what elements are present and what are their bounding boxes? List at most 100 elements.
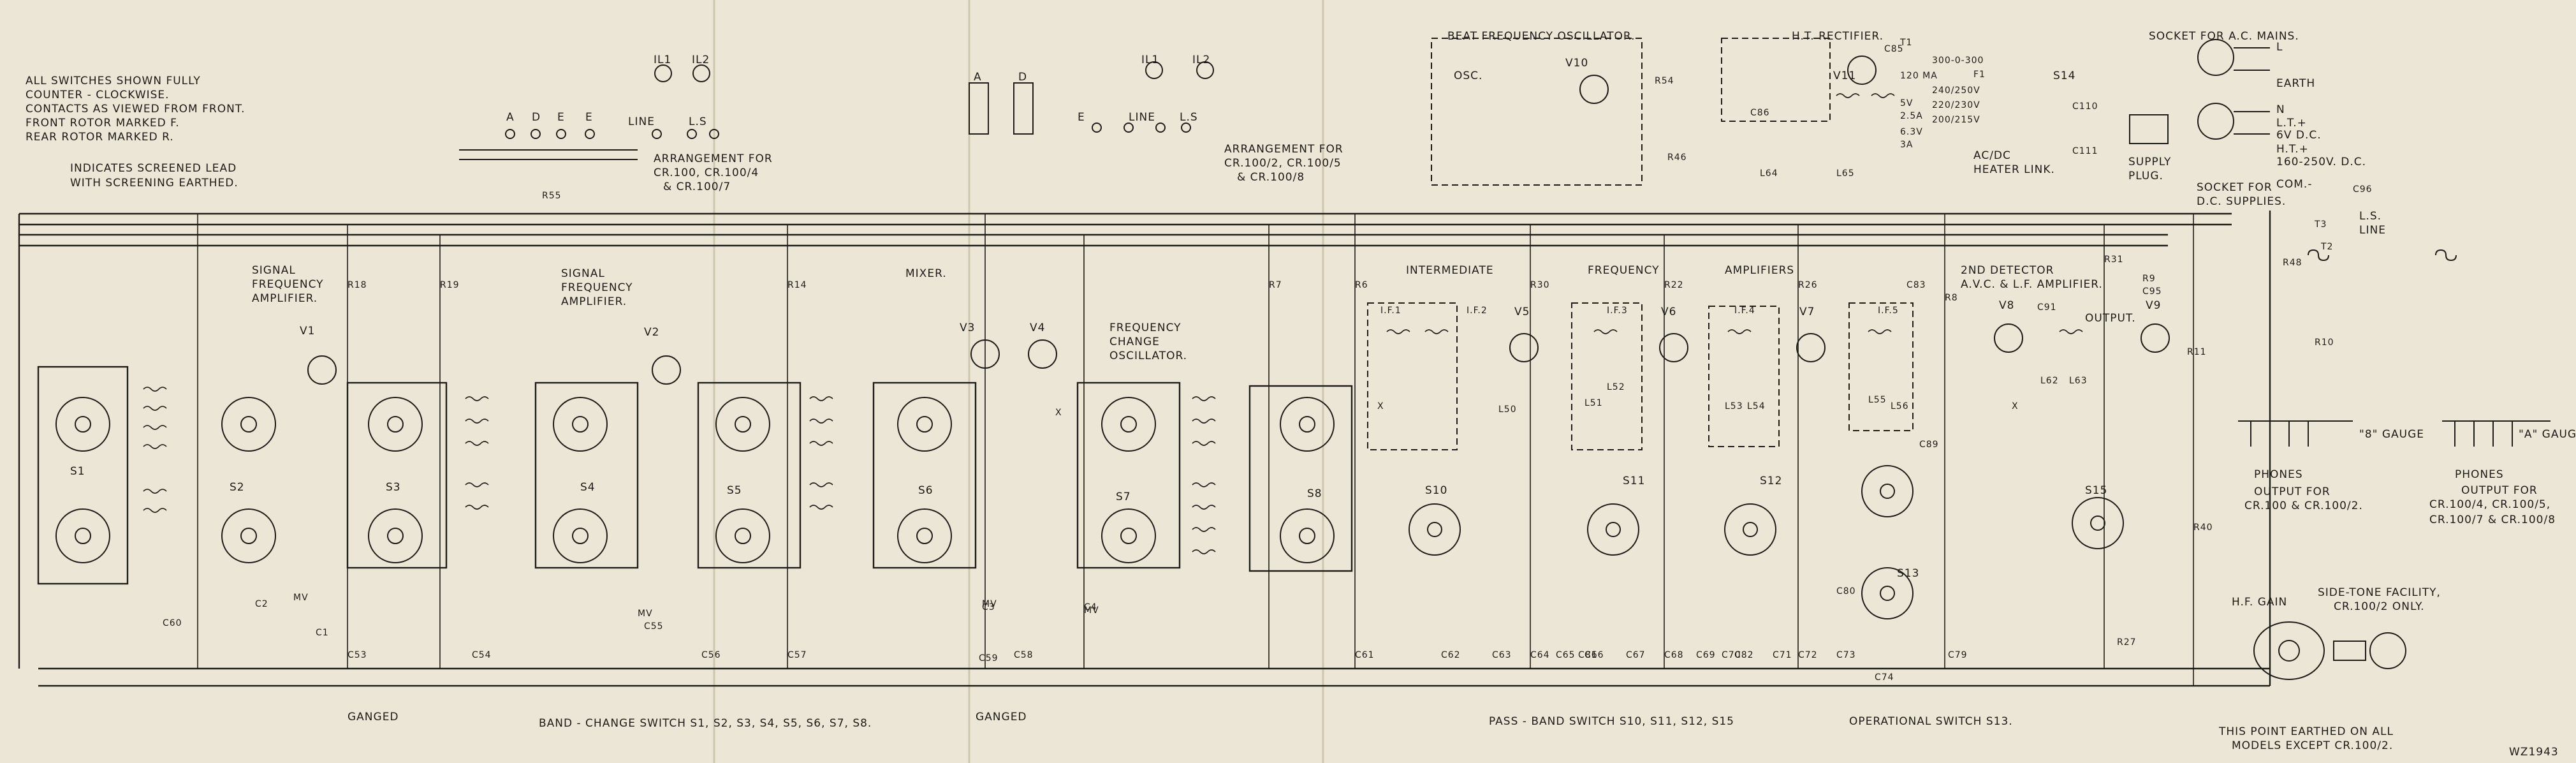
vertical-feeds	[197, 214, 2194, 686]
output-label: OUTPUT FOR	[2461, 484, 2538, 497]
component-designator: R19	[440, 280, 460, 290]
terminal-label: E	[1078, 111, 1085, 124]
switch-label: S15	[2085, 484, 2108, 497]
component-designator: R27	[2117, 637, 2137, 648]
output-label: CR.100/7 & CR.100/8	[2429, 514, 2556, 526]
screened-boxes	[37, 38, 1914, 585]
component-designator: L65	[1836, 168, 1855, 179]
component-designator: C59	[979, 653, 999, 663]
section-label: OUTPUT.	[2085, 312, 2136, 325]
component-designator: L54	[1747, 401, 1766, 411]
component-designator: C79	[1948, 650, 1968, 660]
switch-label: S7	[1116, 491, 1131, 503]
tap-label: 6.3V	[1900, 127, 1923, 137]
component-designator: L51	[1584, 398, 1603, 408]
component-designator: C96	[2353, 184, 2373, 195]
section-label: PLUG.	[2128, 170, 2163, 182]
mains-pin-label: 160-250V. D.C.	[2276, 156, 2367, 168]
component-designator: C2	[255, 599, 268, 609]
terminal-label: A	[974, 71, 982, 84]
rotary-switches	[55, 397, 2124, 619]
valve-label: V9	[2146, 299, 2162, 312]
component-designator: I.F.5	[1878, 306, 1899, 316]
bus-lines	[18, 211, 2271, 687]
mains-pin-label: N	[2276, 103, 2285, 116]
section-label: OSCILLATOR.	[1109, 350, 1188, 362]
valve-label: V4	[1030, 322, 1046, 334]
arrangement-1-line: & CR.100/7	[663, 181, 731, 193]
tap-label: 2.5A	[1900, 111, 1923, 121]
gauge-label: "A" GAUGE	[2519, 428, 2576, 441]
terminal-label: LINE	[1129, 111, 1155, 124]
component-designator: C62	[1441, 650, 1461, 660]
footer-label: OPERATIONAL SWITCH S13.	[1849, 715, 2013, 728]
drawing-reference: WZ1943	[2509, 746, 2559, 759]
component-designator: C56	[701, 650, 721, 660]
tap-label: 5V	[1900, 98, 1914, 108]
switch-label: S13	[1897, 567, 1920, 580]
component-designator: L63	[2069, 376, 2088, 386]
section-label: SIGNAL	[252, 264, 296, 277]
lamp-label: IL1	[1141, 54, 1160, 66]
component-designator: R31	[2104, 255, 2124, 265]
tap-label: 240/250V	[1932, 85, 1980, 96]
footer-label: BAND - CHANGE SWITCH S1, S2, S3, S4, S5,…	[539, 717, 872, 730]
component-designator: L56	[1891, 401, 1909, 411]
section-label: 2ND DETECTOR	[1961, 264, 2054, 277]
switch-label: S11	[1623, 475, 1646, 487]
component-designator: C1	[316, 628, 329, 638]
coil-stacks	[143, 93, 2083, 554]
switch-note-line: COUNTER - CLOCKWISE.	[26, 89, 170, 101]
section-label: LINE	[2359, 224, 2386, 237]
component-designator: X	[1055, 408, 1062, 418]
component-designator: T3	[2315, 219, 2327, 230]
footer-label: PASS - BAND SWITCH S10, S11, S12, S15	[1489, 715, 1734, 728]
component-designator: C70	[1722, 650, 1741, 660]
section-label: AMPLIFIER.	[561, 295, 627, 308]
terminal-label: E	[585, 111, 593, 124]
component-designator: R26	[1798, 280, 1818, 290]
switch-label: S2	[230, 481, 245, 494]
terminal-label: L.S	[1180, 111, 1198, 124]
component-designator: R40	[2193, 522, 2213, 533]
tap-label: 120 MA	[1900, 71, 1938, 81]
component-designator: C65	[1556, 650, 1576, 660]
component-designator: C74	[1875, 672, 1894, 683]
gauge-label: "8" GAUGE	[2359, 428, 2425, 441]
section-label: FREQUENCY	[1588, 264, 1660, 277]
arrangement-2-line: & CR.100/8	[1237, 171, 1305, 184]
component-designator: R54	[1655, 76, 1674, 86]
component-designator: R10	[2315, 337, 2334, 348]
component-designator: X	[1377, 401, 1384, 411]
component-designator: I.F.1	[1380, 306, 1401, 316]
component-designator: C83	[1906, 280, 1926, 290]
footer-label: GANGED	[976, 711, 1027, 723]
output-label: CR.100 & CR.100/2.	[2244, 500, 2363, 512]
switch-note-line: ALL SWITCHES SHOWN FULLY	[26, 75, 201, 87]
arrangement-2-line: CR.100/2, CR.100/5	[1224, 157, 1342, 170]
component-designator: T2	[2321, 242, 2334, 252]
component-designator: R7	[1269, 280, 1282, 290]
component-designator: R55	[542, 191, 562, 201]
output-label: OUTPUT FOR	[2254, 485, 2331, 498]
switch-label: S10	[1425, 484, 1448, 497]
component-designator: C53	[348, 650, 367, 660]
switch-note-line: FRONT ROTOR MARKED F.	[26, 117, 180, 130]
mains-pin-label: COM.-	[2276, 178, 2313, 191]
section-label: CHANGE	[1109, 336, 1160, 348]
component-designator: C67	[1626, 650, 1646, 660]
arrangement-1-line: CR.100, CR.100/4	[654, 167, 759, 179]
sidetone-plug	[2253, 621, 2406, 680]
section-label: SOCKET FOR A.C. MAINS.	[2149, 30, 2299, 43]
component-designator: C58	[1014, 650, 1034, 660]
component-designator: I.F.3	[1607, 306, 1628, 316]
component-designator: MV	[638, 609, 653, 619]
switch-label: S14	[2053, 70, 2076, 82]
component-designator: C3	[982, 602, 995, 612]
component-designator: C81	[1578, 650, 1598, 660]
section-label: SIGNAL	[561, 267, 605, 280]
earth-note-label: MODELS EXCEPT CR.100/2.	[2232, 739, 2394, 752]
mains-pin-label: L	[2276, 41, 2283, 54]
section-label: SOCKET FOR	[2197, 181, 2272, 194]
